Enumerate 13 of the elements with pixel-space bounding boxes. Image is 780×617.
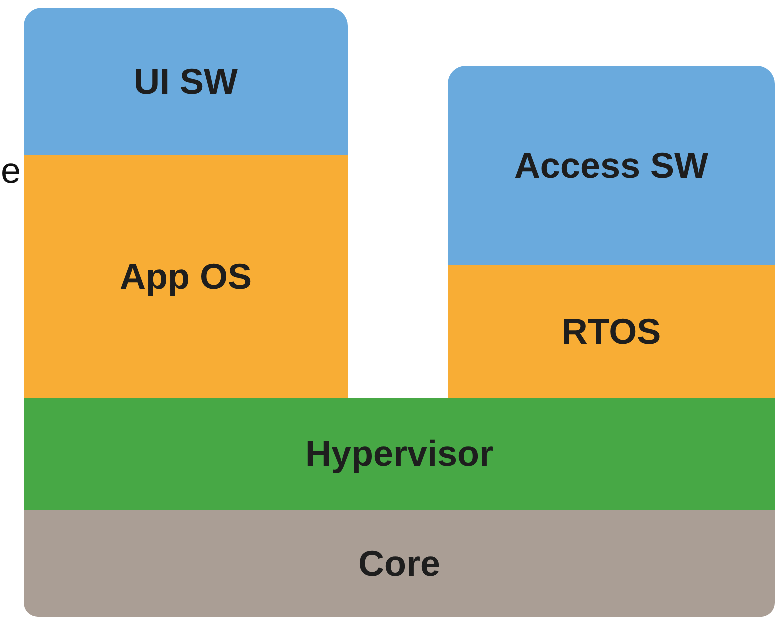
hypervisor-layer [24, 398, 775, 510]
layer-label: RTOS [562, 310, 662, 354]
software-layer [448, 66, 775, 265]
layer-label: Hypervisor [305, 432, 494, 476]
layer-label: UI SW [134, 60, 238, 104]
layer-label: Core [358, 542, 441, 586]
cut-off-text: e [1, 150, 22, 192]
layer-label: App OS [120, 254, 252, 298]
software-layer [24, 8, 348, 155]
os-layer [448, 265, 775, 398]
os-layer [24, 155, 348, 398]
layer-label: Access SW [514, 144, 709, 188]
core-layer [24, 510, 775, 617]
